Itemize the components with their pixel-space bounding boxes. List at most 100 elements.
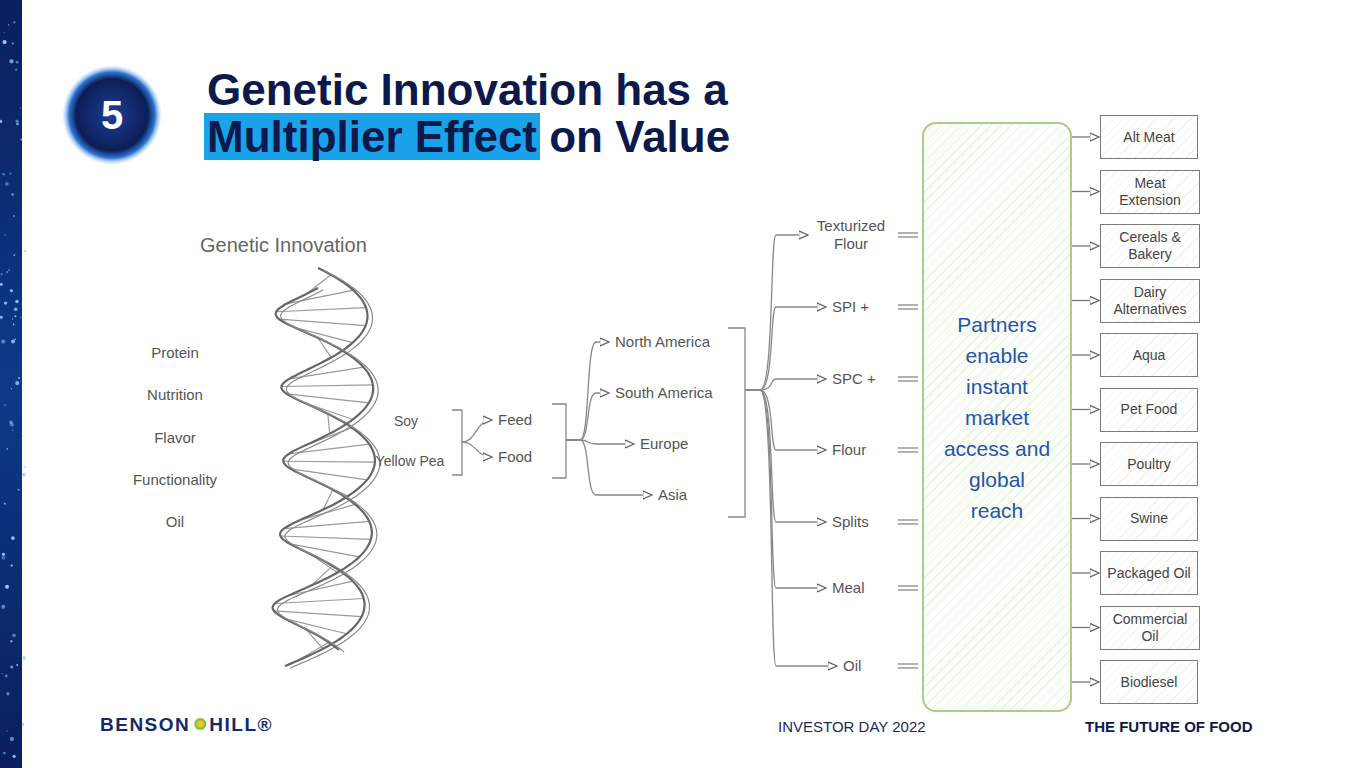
star-dot <box>14 339 15 340</box>
dna-rung <box>285 619 347 634</box>
arrow-connector <box>1072 191 1099 192</box>
logo-text: BENSON <box>100 713 190 736</box>
product-label: Flour <box>832 441 866 459</box>
crop-label: Yellow Pea <box>376 452 445 470</box>
star-dot <box>15 119 18 122</box>
star-dot <box>10 640 13 643</box>
market-box: Packaged Oil <box>1100 551 1198 595</box>
star-dot <box>22 473 26 477</box>
dna-rung <box>274 611 362 617</box>
flow-line <box>745 390 837 666</box>
trait-label: Functionality <box>133 471 217 489</box>
star-dot <box>6 692 9 695</box>
star-dot <box>11 564 13 566</box>
node-text: 5 <box>101 93 123 138</box>
arrow-connector <box>1072 300 1099 301</box>
node-text: Meat Extension <box>1104 175 1196 209</box>
dna-helix <box>273 268 380 668</box>
product-label: Splits <box>832 513 869 531</box>
star-dot <box>22 656 26 660</box>
star-dot <box>15 381 19 385</box>
star-dot <box>20 138 22 140</box>
star-dot <box>15 68 17 70</box>
star-dots <box>0 21 26 758</box>
market-box: Alt Meat <box>1100 115 1198 159</box>
node-text: Partners enable instant market access an… <box>941 309 1053 526</box>
market-box: Poultry <box>1100 442 1198 486</box>
market-box: Dairy Alternatives <box>1100 279 1200 323</box>
logo-text: HILL® <box>209 713 273 736</box>
star-dot <box>1 605 5 609</box>
star-dot <box>1 556 5 560</box>
arrow-connector <box>1072 245 1099 246</box>
star-dot <box>0 316 3 319</box>
trait-label: Protein <box>151 344 199 362</box>
star-dot <box>15 300 19 304</box>
dna-rung <box>279 319 366 326</box>
star-dot <box>5 675 8 678</box>
star-dot <box>10 737 14 741</box>
star-dot <box>0 283 3 286</box>
star-dot <box>16 123 19 126</box>
product-label: SPI + <box>832 298 869 316</box>
badge-circle <box>62 65 162 165</box>
arrow-connector <box>1072 681 1099 682</box>
flow-line <box>566 342 609 440</box>
star-dot <box>18 377 20 379</box>
trait-label: Oil <box>166 513 184 531</box>
star-dot <box>12 319 13 320</box>
dna-rung <box>289 581 353 595</box>
star-dot <box>8 269 9 270</box>
star-dot <box>1 273 3 275</box>
stub-line <box>898 523 918 524</box>
star-dot <box>3 752 6 755</box>
use-label: Food <box>498 448 532 466</box>
flow-line <box>745 390 826 588</box>
star-dot <box>24 466 26 468</box>
stub-line <box>898 519 918 520</box>
region-label: North America <box>615 333 710 351</box>
arrow-connector <box>1072 409 1099 410</box>
product-label: Meal <box>832 579 865 597</box>
stub-line <box>898 447 918 448</box>
star-dot <box>24 394 25 395</box>
bracket <box>452 410 462 475</box>
star-dot <box>5 585 9 589</box>
node-text: Pet Food <box>1121 401 1178 418</box>
star-dot <box>11 339 15 343</box>
star-dot <box>11 536 15 540</box>
use-label: Feed <box>498 411 532 429</box>
stub-line <box>898 308 918 309</box>
market-box: Cereals & Bakery <box>1100 224 1200 268</box>
partner-panel: Partners enable instant market access an… <box>922 122 1072 712</box>
arrow-connector <box>1072 136 1099 137</box>
flow-lines <box>452 233 918 668</box>
star-dot <box>13 324 15 326</box>
star-dot <box>12 429 14 431</box>
star-dot <box>13 21 15 23</box>
dna-rung <box>306 629 323 649</box>
market-box: Biodiesel <box>1100 660 1198 704</box>
star-dot <box>20 107 22 109</box>
stub-line <box>898 232 918 233</box>
star-dot <box>16 61 19 64</box>
node-text: Commercial Oil <box>1104 611 1196 645</box>
star-dot <box>4 234 5 235</box>
star-dot <box>13 215 15 217</box>
region-label: South America <box>615 384 713 402</box>
market-box: Pet Food <box>1100 388 1198 432</box>
star-dot <box>1 339 5 343</box>
star-dot <box>1 673 2 674</box>
flow-line <box>745 307 826 390</box>
star-dot <box>12 43 14 45</box>
arrow-connector <box>1072 354 1099 355</box>
stub-line <box>898 585 918 586</box>
footer-text: INVESTOR DAY 2022 <box>778 717 926 736</box>
logo-dot <box>194 718 206 730</box>
flow-line <box>462 442 492 457</box>
star-dot <box>9 59 13 63</box>
stub-line <box>898 589 918 590</box>
crop-label: Soy <box>394 412 418 430</box>
star-dot <box>8 24 9 25</box>
star-dot <box>2 553 5 556</box>
